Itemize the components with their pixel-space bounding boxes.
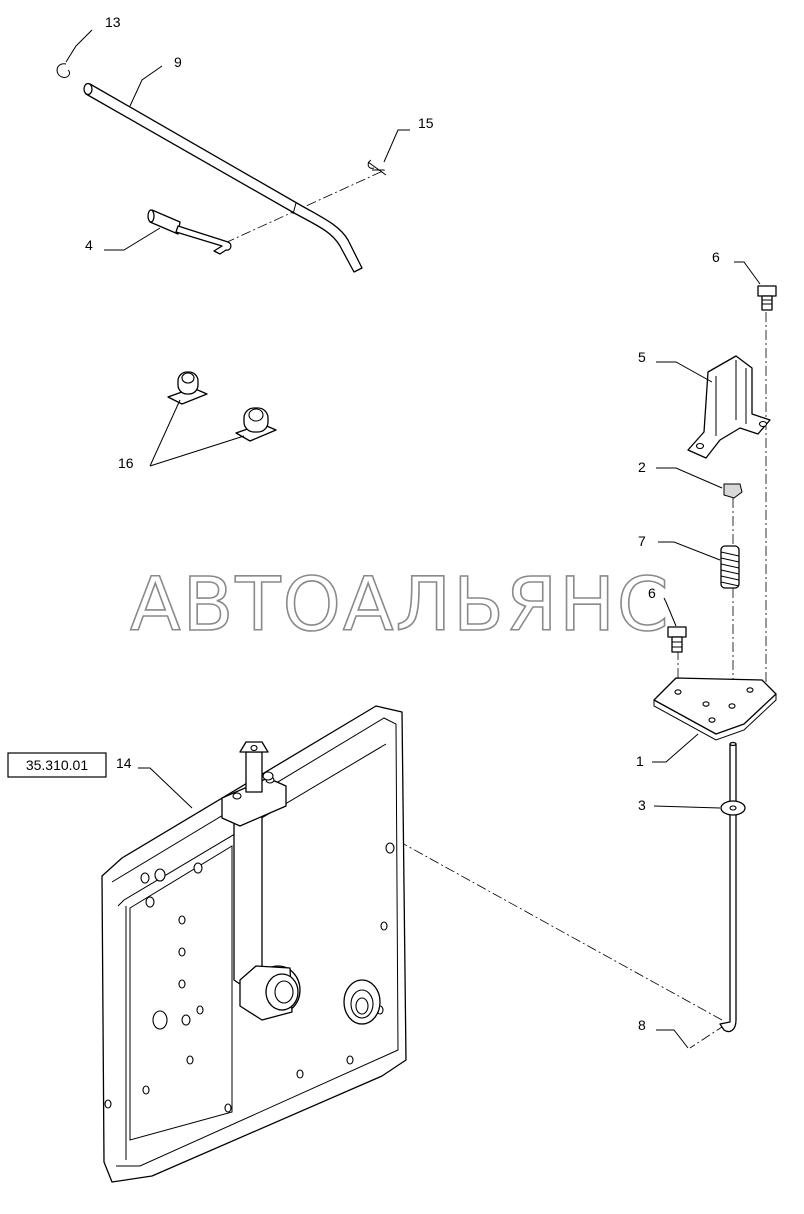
- cover-assembly-part-14: [101, 705, 407, 1183]
- bolt-part-6-top: [757, 285, 777, 311]
- callout-1: 1: [636, 753, 644, 769]
- callout-7: 7: [638, 533, 646, 549]
- callout-8: 8: [638, 1017, 646, 1033]
- pin-part-15: [367, 159, 387, 176]
- callout-4: 4: [85, 237, 93, 253]
- callout-2: 2: [638, 459, 646, 475]
- callout-15: 15: [418, 115, 434, 131]
- reference-box[interactable]: 35.310.01: [7, 752, 107, 778]
- reference-box-label: 35.310.01: [26, 757, 88, 773]
- leader-lines: [65, 29, 761, 1049]
- rod-part-8: [719, 741, 737, 1033]
- callout-13: 13: [105, 14, 121, 30]
- handle-part-4: [147, 209, 232, 255]
- callout-14: 14: [116, 755, 132, 771]
- bolt-part-6-lower: [667, 626, 687, 653]
- callout-16: 16: [118, 455, 134, 471]
- nut-part-2: [723, 483, 743, 499]
- plate-part-1: [653, 677, 777, 741]
- callout-3: 3: [638, 797, 646, 813]
- spring-part-7: [720, 545, 740, 589]
- callout-6-top: 6: [712, 249, 720, 265]
- callout-labels: 13 9 15 4 16 6 5 2 7 6 1 3 14 8: [85, 14, 720, 1033]
- bushings-part-16: [167, 371, 277, 442]
- callout-5: 5: [638, 349, 646, 365]
- assembly-axis-lines: [224, 169, 767, 1049]
- clip-part-13: [56, 63, 71, 78]
- watermark: АВТОАЛЬЯНС: [130, 562, 671, 648]
- callout-6-lower: 6: [648, 585, 656, 601]
- callout-9: 9: [174, 54, 182, 70]
- washer-part-3: [720, 800, 746, 816]
- bracket-part-5: [687, 355, 771, 459]
- rod-part-9: [83, 82, 363, 273]
